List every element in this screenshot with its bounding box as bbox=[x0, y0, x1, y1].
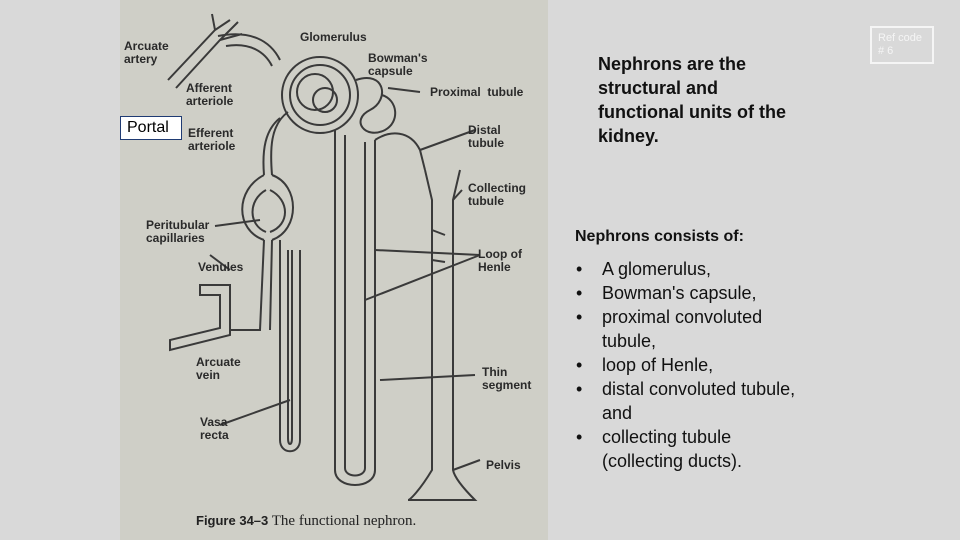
label-thin-segment: Thin segment bbox=[482, 365, 532, 392]
label-loop-of-henle: Loop of Henle bbox=[478, 247, 522, 274]
label-efferent-arteriole: Efferent arteriole bbox=[188, 126, 236, 153]
label-collecting-tubule: Collecting tubule bbox=[468, 181, 527, 208]
list-item: A glomerulus, bbox=[575, 257, 805, 281]
label-arcuate-vein: Arcuate vein bbox=[196, 355, 241, 382]
label-bowmans-capsule: Bowman's capsule bbox=[368, 51, 428, 78]
label-peritubular-capillaries: Peritubular capillaries bbox=[146, 218, 210, 245]
nephron-diagram bbox=[167, 13, 481, 501]
nephron-parts-list: A glomerulus, Bowman's capsule, proximal… bbox=[575, 257, 805, 473]
list-item: distal convoluted tubule, and bbox=[575, 377, 805, 425]
label-glomerulus: Glomerulus bbox=[300, 30, 367, 44]
ref-code-box: Ref code # 6 bbox=[870, 26, 934, 64]
label-vasa-recta: Vasa recta bbox=[200, 415, 229, 442]
slide-heading: Nephrons are the structural and function… bbox=[598, 54, 786, 146]
figure-number: Figure 34–3 bbox=[196, 513, 269, 528]
list-item: loop of Henle, bbox=[575, 353, 805, 377]
figure-caption: Figure 34–3 The functional nephron. bbox=[196, 513, 416, 530]
list-heading: Nephrons consists of: bbox=[575, 228, 744, 245]
label-venules: Venules bbox=[198, 260, 244, 274]
ref-code-text: Ref code # 6 bbox=[878, 32, 923, 57]
label-pelvis: Pelvis bbox=[486, 458, 521, 472]
portal-label: Portal bbox=[120, 116, 182, 140]
label-arcuate-artery: Arcuate artery bbox=[124, 39, 169, 66]
label-distal-tubule: Distal tubule bbox=[468, 123, 504, 150]
nephron-figure: Arcuate artery Glomerulus Bowman's capsu… bbox=[120, 0, 548, 540]
label-proximal-tubule: Proximal tubule bbox=[430, 85, 524, 99]
list-item: proximal convoluted tubule, bbox=[575, 305, 805, 353]
figure-caption-text: The functional nephron. bbox=[271, 513, 417, 529]
list-item: collecting tubule (collecting ducts). bbox=[575, 425, 805, 473]
label-afferent-arteriole: Afferent arteriole bbox=[186, 81, 234, 108]
list-item: Bowman's capsule, bbox=[575, 281, 805, 305]
